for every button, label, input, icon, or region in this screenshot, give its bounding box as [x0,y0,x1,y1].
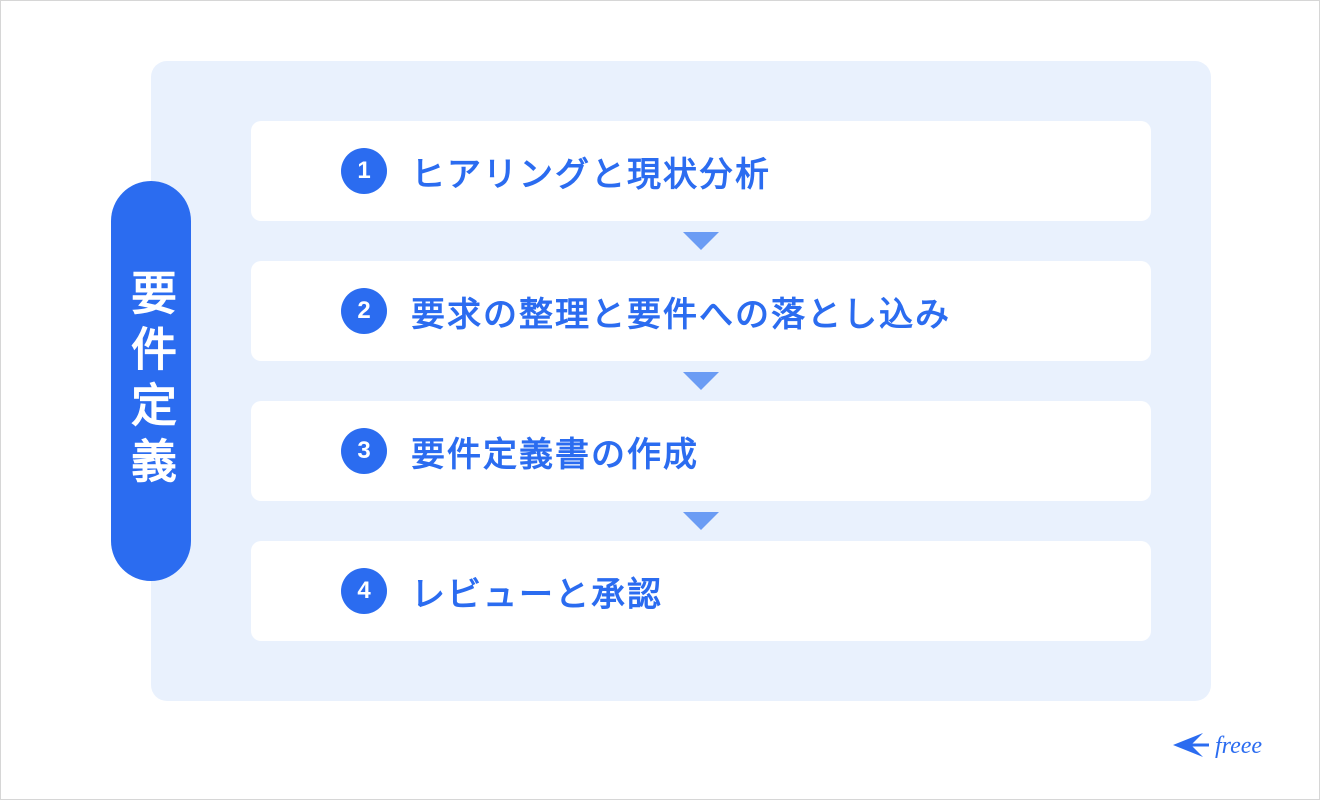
step-label: 要求の整理と要件への落とし込み [411,294,951,335]
step-label: 要件定義書の作成 [411,434,699,475]
step-number-badge: 3 [341,428,387,474]
down-arrow-icon [683,512,719,530]
side-label-text: 要件定義 [124,269,178,493]
down-arrow-icon [683,372,719,390]
step-1: 1 ヒアリングと現状分析 [251,121,1151,221]
side-label-pill: 要件定義 [111,181,191,581]
step-4: 4 レビューと承認 [251,541,1151,641]
logo-text: freee [1215,733,1262,759]
down-arrow-icon [683,232,719,250]
step-3: 3 要件定義書の作成 [251,401,1151,501]
step-number-badge: 4 [341,568,387,614]
freee-bird-logo-icon [1173,733,1209,757]
step-2: 2 要求の整理と要件への落とし込み [251,261,1151,361]
step-label: ヒアリングと現状分析 [411,154,771,195]
step-number-badge: 1 [341,148,387,194]
freee-logo: freee [1173,733,1262,759]
step-label: レビューと承認 [411,574,663,615]
step-number-badge: 2 [341,288,387,334]
